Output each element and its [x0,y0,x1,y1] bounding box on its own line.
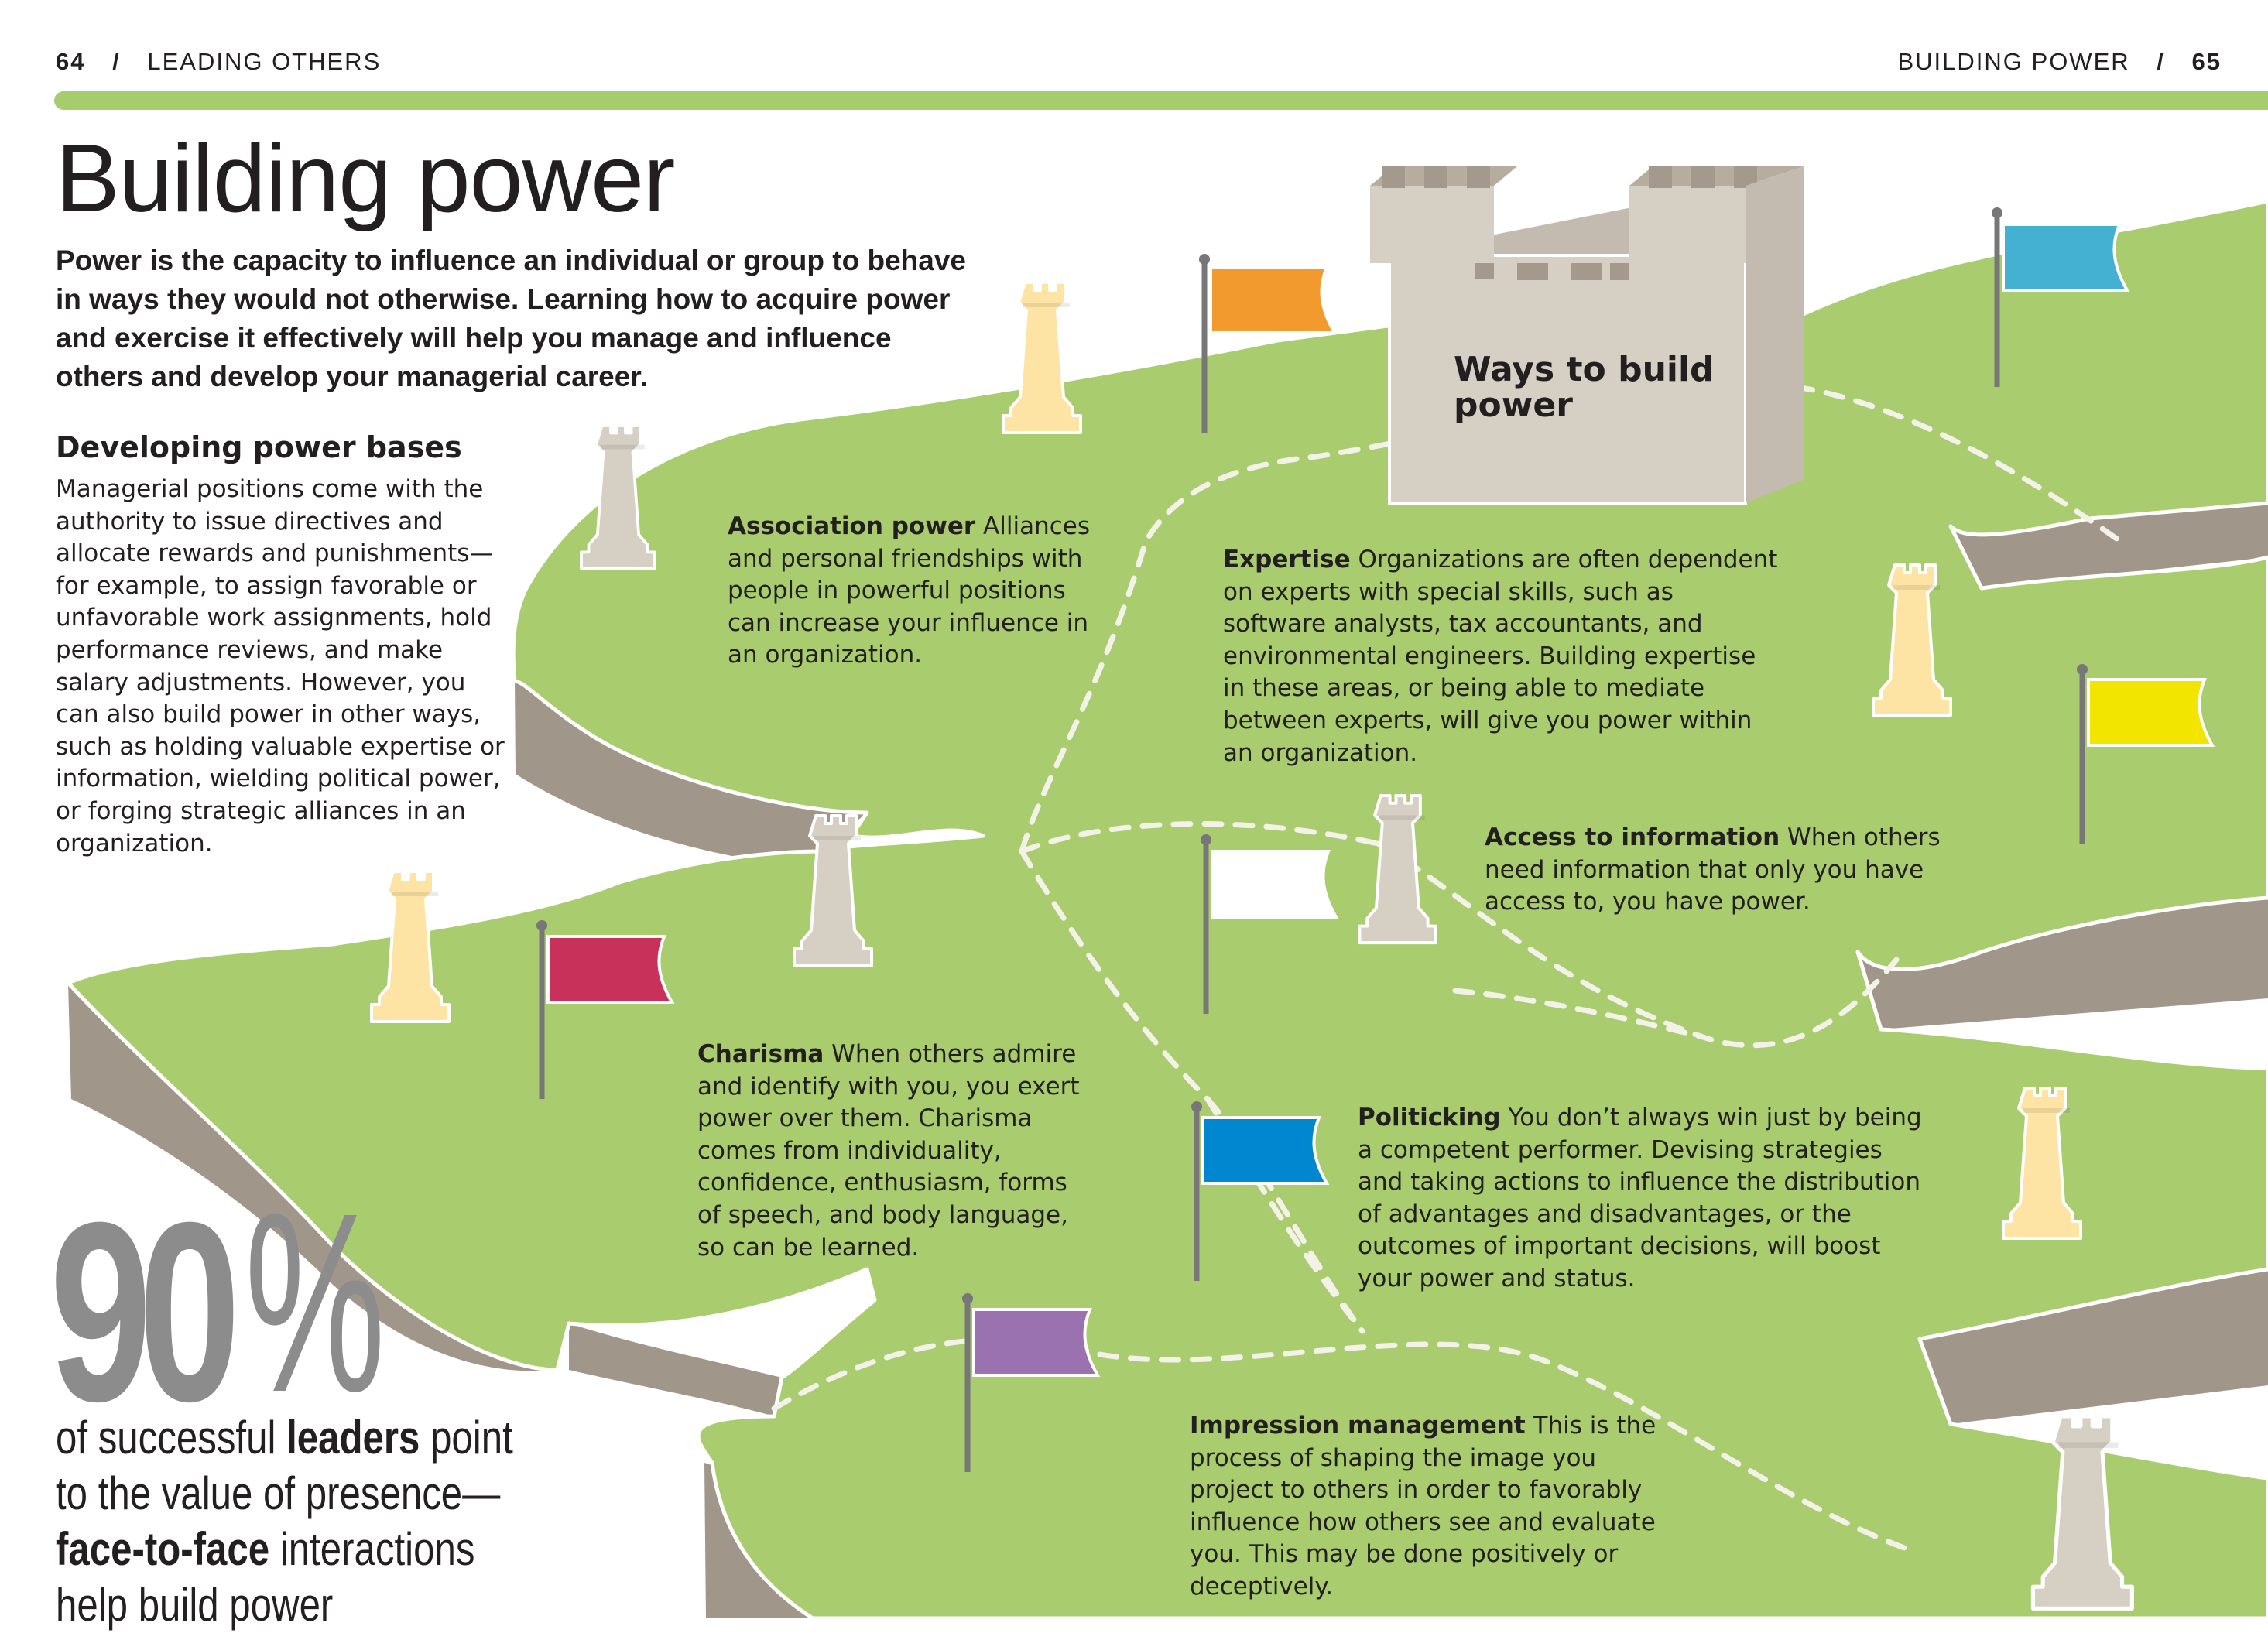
right-page-header: BUILDING POWER / 65 [1897,48,2222,76]
way-association-power: Association power Alliances and personal… [728,511,1099,672]
intro-text: Power is the capacity to influence an in… [56,245,966,392]
way-text: When others need information that only y… [1485,823,1941,916]
way-politicking: Politicking You don’t always win just by… [1358,1102,1931,1296]
right-page-number: 65 [2191,48,2222,75]
way-expertise: Expertise Organizations are often depend… [1223,544,1780,769]
way-text: Alliances and personal friendships with … [728,512,1090,669]
stat-caption-part: of successful [56,1412,287,1464]
castle-icon [1370,166,1804,505]
cliff-edges [68,495,2268,1618]
sidebar-heading: Developing power bases [56,430,462,464]
left-page-number: 64 [56,48,86,75]
header-separator: / [112,48,121,75]
castle-label: Ways to build power [1454,350,1715,425]
way-access-to-information: Access to information When others need i… [1485,822,1949,919]
stat-caption-part: point to the value of presence— [56,1412,513,1519]
page-title: Building power [56,125,675,232]
header-separator: / [2157,48,2165,75]
left-page-header: 64 / LEADING OTHERS [56,48,381,76]
stat-caption: of successful leaders point to the value… [56,1410,538,1633]
way-title: Access to information [1485,823,1780,851]
stat-caption-bold: leaders [286,1412,420,1464]
right-section-title: BUILDING POWER [1897,48,2130,75]
way-charisma: Charisma When others admire and identify… [697,1039,1084,1264]
flag-icon [536,920,675,1099]
flag-icon [2077,664,2215,844]
flag-icon [1992,207,2130,387]
flag-icon [1201,834,1339,1014]
way-title: Impression management [1190,1412,1526,1440]
stat-percent: % [245,1159,385,1445]
flag-icon [1191,1101,1330,1281]
way-text: Organizations are often dependent on exp… [1223,546,1778,767]
stat-number: 90 [50,1169,241,1454]
header-rule [54,91,2268,110]
way-impression-management: Impression management This is the proces… [1190,1410,1685,1604]
stat-caption-bold: face-to-face [56,1523,270,1575]
flag-icon [1199,254,1338,433]
way-title: Charisma [697,1040,824,1068]
rook-icon [1002,281,1082,434]
way-text: When others admire and identify with you… [697,1040,1080,1262]
flag-icon [962,1293,1101,1472]
sidebar-body: Managerial positions come with the autho… [56,475,505,858]
way-title: Politicking [1358,1104,1501,1131]
way-text: This is the process of shaping the image… [1190,1412,1656,1600]
way-title: Expertise [1223,546,1351,573]
way-title: Association power [728,512,976,540]
way-text: You don’t always win just by being a com… [1358,1104,1922,1292]
left-section-title: LEADING OTHERS [147,48,382,75]
